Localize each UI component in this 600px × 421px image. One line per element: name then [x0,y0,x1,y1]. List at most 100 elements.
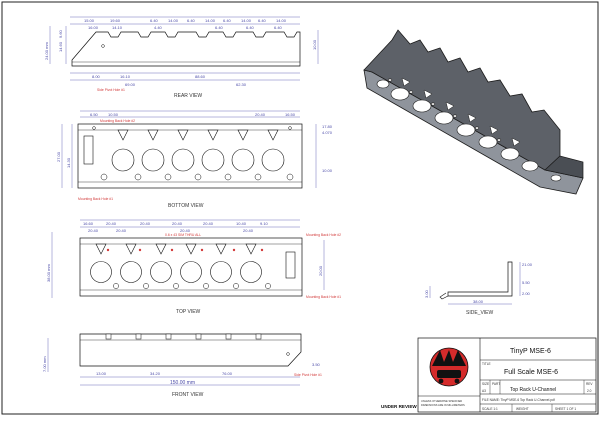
side-channel-profile [447,261,513,297]
file-name: FILE NAME: TinyP MSE-6 Top Rack U-Channe… [482,398,555,402]
rear-dim-second-1: 16.00 [88,25,99,30]
bottom-dim-top-4: 16.50 [285,112,296,117]
rear-dim-top-8: 14.00 [241,18,252,23]
rear-dim-second-3: 4.40 [154,25,163,30]
top-mounting-label-2: Mounting Back Hole #2 [306,233,341,237]
rear-dim-second-2: 14.10 [112,25,123,30]
sheet-field: SHEET 1 OF 1 [555,407,576,411]
rear-height-dim: 24.00 mm [44,42,49,60]
side-width-dim: 38.00 [473,299,484,304]
front-right-dim: 3.50 [312,362,321,367]
top-red-markers [106,248,264,252]
top-triangle-cutouts [95,243,257,255]
top-small-holes [113,283,271,289]
bottom-small-holes [92,126,294,181]
front-view: 7.00 mm 13.00 34.20 76.00 3.50 Side Pivo… [42,333,322,398]
rear-dim-bottom-1: 8.00 [92,74,101,79]
front-length-dim: 150.00 mm [170,380,195,386]
front-part-outline [79,333,302,367]
mse-logo [429,347,469,387]
top-dim-top-2: 20.40 [106,221,117,226]
bottom-right-dim-1: 17.80 [322,124,333,129]
rear-dim-top-1: 15.00 [84,18,95,23]
notes-line-1: UNLESS OTHERWISE SPECIFIED [421,399,462,403]
side-view: 38.00 3.00 21.00 5.50 2.00 SIDE_VIEW [424,261,533,316]
weight-field: WEIGHT [516,407,529,411]
rear-dim-bottom-2: 16.10 [120,74,131,79]
title-block: TinyP MSE-6 Full Scale MSE-6 TITLE SIZE … [381,337,597,413]
rear-pivot-hole [101,44,105,48]
bottom-large-holes [111,148,285,172]
bottom-part-outline [77,123,303,189]
top-slot [285,251,296,279]
bottom-dim-top-3: 20.40 [255,112,266,117]
front-dim-3: 76.00 [222,371,233,376]
bottom-mounting-label-2: Mounting Back Hole #2 [100,119,135,123]
top-dim-top-1: 16.60 [83,221,94,226]
top-hole-note: 0.6 x 43 SIM THRU ALL [165,233,201,237]
bottom-right-dim-2: 4.070 [322,130,333,135]
top-right-dim: 20.00 [318,265,323,276]
front-notches [105,333,262,340]
bottom-mounting-label-1: Mounting Back Hole #1 [78,197,113,201]
top-dim-top-4: 20.40 [172,221,183,226]
top-mounting-label-1: Mounting Back Hole #1 [306,295,341,299]
top-dim-second-1: 20.40 [88,228,99,233]
rear-dim-top-2: 19.60 [110,18,121,23]
rear-side-dim-1: 14.60 [58,41,63,52]
rear-dim-second-4: 6.40 [215,25,224,30]
top-dim-second-3: 20.40 [180,228,191,233]
rear-view: 15.00 19.60 6.40 14.00 6.40 14.00 6.40 1… [44,16,319,99]
bottom-triangle-cutouts [117,129,279,141]
side-view-title: SIDE_VIEW [466,310,494,316]
isometric-view [363,29,584,195]
bottom-slot [83,135,94,165]
top-dim-second-2: 20.40 [116,228,127,233]
bottom-view-title: BOTTOM VIEW [168,203,204,209]
rear-dim-bottom-3: 88.60 [195,74,206,79]
top-dim-top-6: 10.40 [236,221,247,226]
rear-dim-top-6: 14.00 [205,18,216,23]
side-dim-2: 5.50 [522,280,531,285]
part-name: Top Rack U-Channel [510,387,556,393]
top-part-outline [79,237,303,297]
top-view: 16.60 20.40 20.40 20.40 20.40 10.40 9.10… [46,219,341,315]
rev-value: 2.0 [587,389,592,393]
top-height-dim: 38.00 mm [46,264,51,282]
rear-dim-top-3: 6.40 [150,18,159,23]
bottom-view: 6.50 10.50 20.40 16.50 Mounting Back Hol… [56,110,333,209]
scale-field: SCALE 1:1 [482,407,498,411]
size-value: A3 [482,389,486,393]
front-dim-2: 34.20 [150,371,161,376]
iso-holes [376,78,562,182]
title-field-label: TITLE [482,362,491,366]
rear-dim-bottom-5: 62.30 [236,82,247,87]
side-left-dim: 3.00 [424,289,429,298]
rear-dim-top-9: 6.40 [258,18,267,23]
side-dim-1: 21.00 [522,262,533,267]
rear-right-dim: 10.00 [312,39,317,50]
top-dim-top-5: 20.40 [203,221,214,226]
rear-dim-top-10: 14.00 [276,18,287,23]
bottom-dim-top-2: 10.50 [108,112,119,117]
bottom-right-dim-3: 10.00 [322,168,333,173]
rear-dim-second-5: 6.40 [246,25,255,30]
front-side-pivot-label: Side Pivot Hole #1 [294,373,322,377]
front-height-dim: 7.00 mm [42,356,47,372]
rear-side-dim-2: 9.60 [58,29,63,38]
iso-triangle-cutouts [401,77,521,147]
title-line-2: Full Scale MSE-6 [504,369,558,376]
size-label: SIZE [482,382,489,386]
title-line-1: TinyP MSE-6 [510,348,551,355]
rev-label: REV [586,382,593,386]
bottom-height-dim: 27.00 [56,151,61,162]
rear-part-outline [71,31,301,67]
rear-side-pivot-label: Side Pivot Hole #1 [97,88,125,92]
top-view-title: TOP VIEW [176,309,201,315]
front-dim-1: 13.00 [96,371,107,376]
rear-dim-top-4: 14.00 [168,18,179,23]
rear-dim-bottom-4: 69.00 [125,82,136,87]
top-dim-second-4: 20.40 [243,228,254,233]
